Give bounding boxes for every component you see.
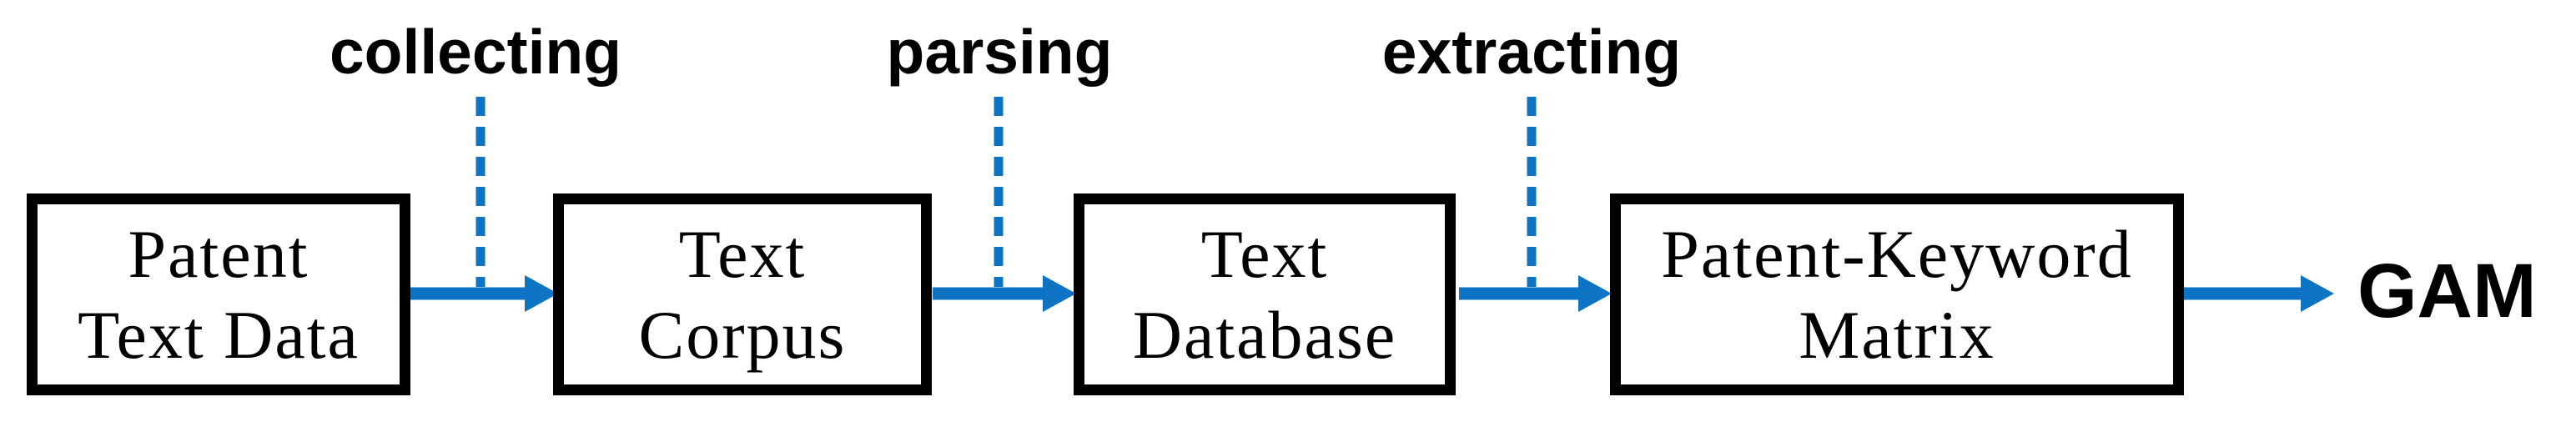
box-label-line: Patent-Keyword [1661,216,2133,292]
box-text-corpus: Text Corpus [553,193,932,395]
flow-arrow-2 [933,275,1076,312]
box-label-line: Database [1132,297,1397,373]
arrow-head-icon [525,275,558,312]
arrow-head-icon [2301,275,2334,312]
process-label-collecting: collecting [329,17,622,87]
box-label-line: Corpus [638,297,847,373]
box-patent-keyword-matrix: Patent-Keyword Matrix [1610,193,2184,395]
box-label-line: Text Data [78,297,360,373]
flow-arrow-4 [2183,275,2334,312]
arrow-head-icon [1043,275,1076,312]
flow-arrow-3 [1459,275,1612,312]
box-label-line: Patent [128,216,309,292]
box-label-line: Text [1200,216,1329,292]
arrow-head-icon [1578,275,1612,312]
flow-arrow-1 [410,275,558,312]
process-label-parsing: parsing [886,17,1113,87]
box-text-database: Text Database [1074,193,1456,395]
process-label-extracting: extracting [1381,17,1682,87]
box-label-line: Matrix [1799,297,1995,373]
output-label-gam: GAM [2357,249,2537,334]
box-patent-text-data: Patent Text Data [27,193,410,395]
box-label-line: Text [678,216,807,292]
